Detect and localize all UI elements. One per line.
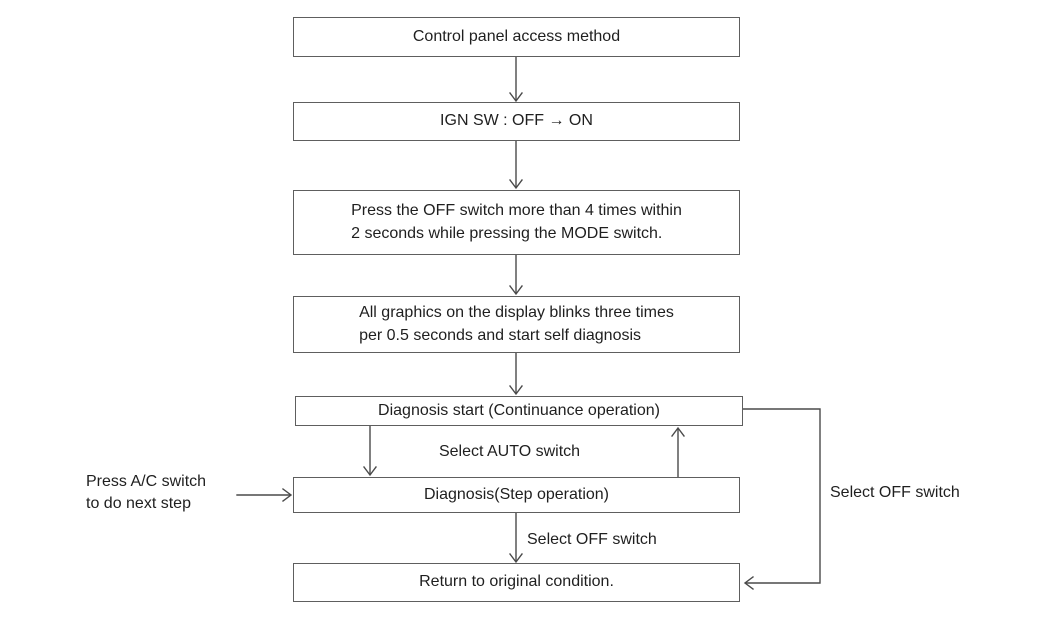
node-label: Diagnosis(Step operation) (424, 485, 609, 503)
edge-label-select-off-switch-loop: Select OFF switch (830, 484, 960, 501)
node-diagnosis-start: Diagnosis start (Continuance operation) (295, 396, 743, 426)
connector-ign-to-pressoff (509, 140, 523, 190)
connector-start-to-step (363, 425, 377, 477)
node-label: Control panel access method (412, 27, 621, 45)
edge-label-select-off-switch-step: Select OFF switch (527, 531, 657, 548)
connector-blink-to-start (509, 352, 523, 396)
node-return-original-condition: Return to original condition. (293, 563, 740, 602)
connector-access-to-ign (509, 56, 523, 103)
edge-label-select-auto-switch: Select AUTO switch (438, 443, 581, 460)
connector-pressoff-to-blink (509, 254, 523, 296)
node-diagnosis-step: Diagnosis(Step operation) (293, 477, 740, 513)
node-ign-sw-off-on: IGN SW : OFF → ON (293, 102, 740, 141)
node-control-panel-access-method: Control panel access method (293, 17, 740, 57)
annotation-press-ac-switch: Press A/C switch to do next step (86, 473, 207, 513)
connector-step-to-return (509, 512, 523, 564)
connector-step-to-start (671, 426, 685, 478)
connector-press-ac (236, 488, 293, 502)
node-press-off-switch: Press the OFF switch more than 4 times w… (293, 190, 740, 255)
node-label: IGN SW : OFF → ON (440, 112, 593, 130)
node-graphics-blink: All graphics on the display blinks three… (293, 296, 740, 353)
node-label: Return to original condition. (419, 573, 614, 591)
connector-start-to-return-loop (742, 408, 821, 590)
node-label: Press the OFF switch more than 4 times w… (351, 202, 682, 242)
node-label: All graphics on the display blinks three… (359, 304, 674, 344)
node-label: Diagnosis start (Continuance operation) (378, 401, 660, 419)
